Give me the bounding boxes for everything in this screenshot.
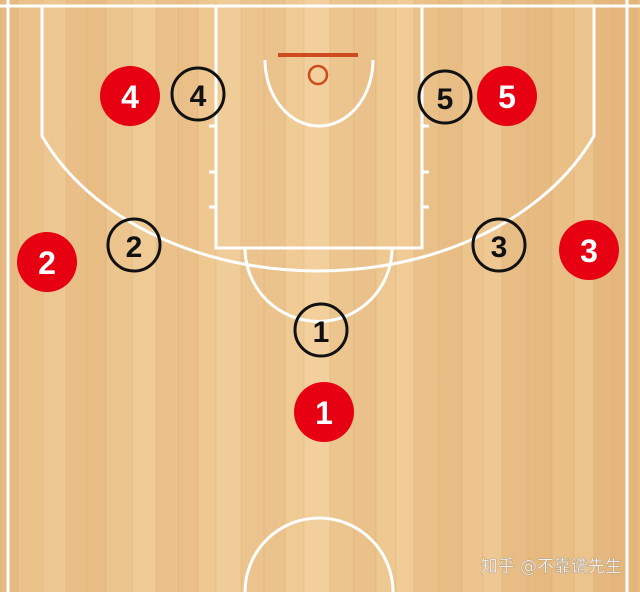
wood-plank [594,0,612,592]
defender-1: 1 [293,302,349,358]
defender-1-label: 1 [313,316,330,349]
free-throw-arc [243,247,394,323]
lane-hash-marks [209,124,429,209]
wood-plank [264,0,285,592]
offense-3: 3 [559,220,619,280]
defender-5-label: 5 [437,83,454,116]
defender-3: 3 [471,217,527,273]
offense-4-circle [100,66,160,126]
offense-4: 4 [100,66,160,126]
defender-2-circle [106,217,162,273]
wood-plank [414,0,439,592]
wood-plank [156,0,178,592]
offense-4-label: 4 [121,79,139,115]
wood-plank [285,0,304,592]
defender-4-circle [170,66,226,122]
three-point-line [40,6,596,273]
center-circle [243,516,395,592]
wood-plank [552,0,574,592]
defender-4: 4 [170,66,226,122]
wood-plank [241,0,264,592]
offense-1: 1 [294,382,354,442]
defender-1-circle [293,302,349,358]
wood-plank [66,0,87,592]
wood-plank [462,0,483,592]
defender-2-label: 2 [126,231,143,264]
wood-plank [178,0,198,592]
wood-plank [354,0,376,592]
wood-plank [18,0,43,592]
offense-2-circle [17,232,77,292]
restricted-area-arc [263,59,375,128]
defender-5: 5 [417,69,473,125]
wood-plank [612,0,637,592]
wood-plank [198,0,216,592]
wood-plank [43,0,66,592]
offense-1-circle [294,382,354,442]
wood-plank [483,0,502,592]
rim [307,64,329,86]
offense-2-label: 2 [38,245,56,281]
defender-4-label: 4 [190,80,207,113]
defender-3-circle [471,217,527,273]
offense-5-circle [477,66,537,126]
offense-5-label: 5 [498,79,516,115]
wood-plank [87,0,106,592]
offense-3-label: 3 [580,233,598,269]
wood-plank [304,0,330,592]
offense-2: 2 [17,232,77,292]
watermark-text: 知乎 @不靠谱先生 [481,557,622,577]
offense-5: 5 [477,66,537,126]
offense-1-label: 1 [315,395,333,431]
offense-3-circle [559,220,619,280]
wood-plank [574,0,594,592]
wood-plank [396,0,414,592]
wood-plank [439,0,462,592]
defender-5-circle [417,69,473,125]
wood-plank [216,0,241,592]
wood-plank [637,0,640,592]
defender-3-label: 3 [491,231,508,264]
wood-plank [376,0,396,592]
wood-plank [330,0,354,592]
defender-2: 2 [106,217,162,273]
